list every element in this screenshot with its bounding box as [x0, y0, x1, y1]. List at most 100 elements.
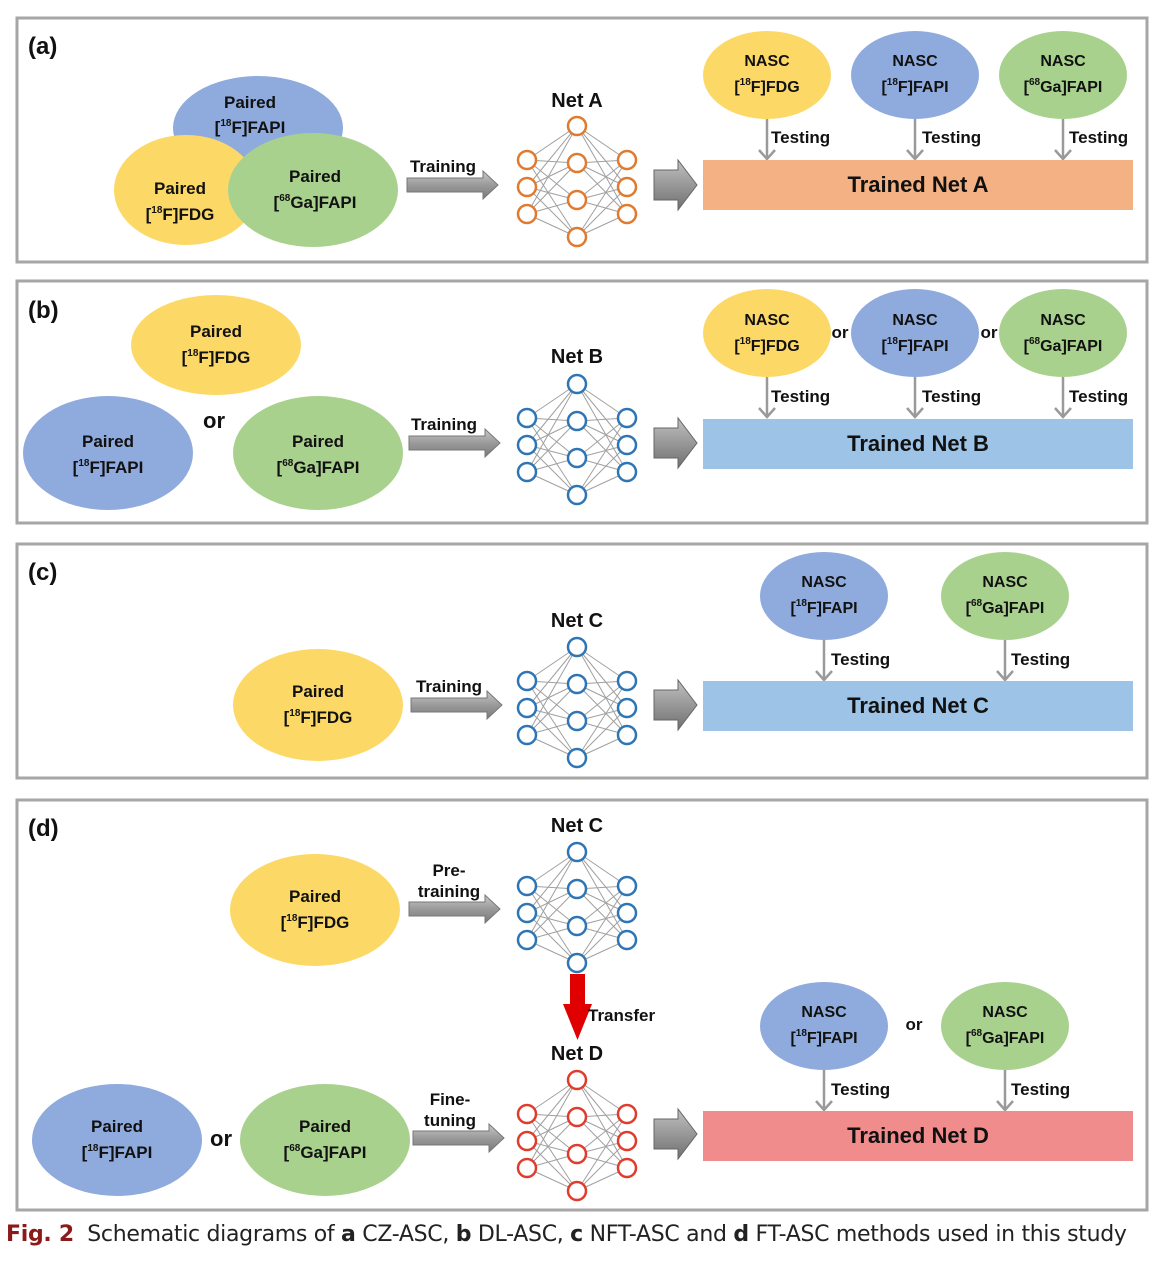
network-node: [516, 176, 538, 198]
network-edge: [576, 851, 628, 941]
caption-text: NFT-ASC and: [582, 1222, 734, 1247]
network-edge: [576, 1140, 628, 1192]
or-label: or: [203, 408, 225, 433]
pretraining-label: training: [418, 882, 480, 901]
figure-number: Fig. 2: [6, 1222, 74, 1247]
ellipse-paired-fapi-68ga: [228, 133, 398, 247]
caption-letter: a: [341, 1222, 356, 1247]
nasc-text-isotope: [18F]FAPI: [790, 1028, 857, 1047]
network-node: [566, 673, 588, 695]
network-node: [616, 697, 638, 719]
testing-arrow: [815, 640, 833, 682]
network-node: [516, 929, 538, 951]
network-node: [516, 1130, 538, 1152]
training-label: Training: [410, 157, 476, 176]
finetuning-arrow: [412, 1122, 505, 1154]
network-edge: [576, 1116, 628, 1169]
network-edge: [526, 420, 578, 473]
network-node: [616, 929, 638, 951]
network-edge: [576, 186, 628, 238]
or-label: or: [906, 1015, 923, 1034]
network-edge: [526, 680, 578, 759]
network-edge: [576, 125, 628, 188]
network-node: [516, 1103, 538, 1125]
network-edge: [576, 683, 628, 736]
trained-net-c-label: Trained Net C: [847, 693, 989, 718]
ellipse-text: Paired: [154, 179, 206, 198]
testing-label: Testing: [771, 387, 830, 406]
network-edge: [526, 1116, 578, 1169]
testing-arrow-head: [996, 1100, 1014, 1112]
ellipse-paired-fdg: [131, 295, 301, 395]
network-edge: [526, 912, 578, 964]
transfer-arrow-head: [563, 1004, 592, 1040]
nasc-text-isotope: [18F]FAPI: [790, 598, 857, 617]
testing-arrow-head: [758, 149, 776, 161]
network-edge: [576, 420, 628, 473]
testing-arrow: [758, 377, 776, 419]
nasc-fapi-18f-ellipse: [760, 552, 888, 640]
network-edge: [526, 885, 578, 964]
network-node: [566, 447, 588, 469]
network-node: [516, 407, 538, 429]
network-node: [566, 410, 588, 432]
net-c-network: [516, 841, 638, 974]
net-c-title: Net C: [551, 815, 603, 837]
network-node: [566, 878, 588, 900]
ellipse-text-isotope: [68Ga]FAPI: [277, 458, 360, 477]
trained-net-a-label: Trained Net A: [848, 172, 989, 197]
network-node: [566, 915, 588, 937]
nasc-text: NASC: [1040, 312, 1086, 329]
pretraining-arrow: [408, 893, 501, 925]
nasc-fapi-68ga-ellipse: [941, 982, 1069, 1070]
network-node: [566, 1143, 588, 1165]
nasc-text-isotope: [18F]FAPI: [881, 336, 948, 355]
network-node: [616, 176, 638, 198]
network-edge: [526, 1113, 578, 1155]
network-edge: [576, 125, 628, 215]
ellipse-text: Paired: [224, 93, 276, 112]
trained-net-a-bar: [703, 160, 1133, 210]
ellipse-text-isotope: [18F]FAPI: [215, 118, 286, 137]
network-node: [516, 434, 538, 456]
ellipse-text: Paired: [289, 887, 341, 906]
testing-arrow: [1054, 119, 1072, 161]
testing-label: Testing: [1011, 1080, 1070, 1099]
network-edge: [526, 1113, 578, 1192]
panel-c-label: (c): [28, 559, 57, 586]
panel-d: (d) Paired [18F]FDG Pre- training Net C …: [15, 798, 1149, 1212]
big-arrow: [653, 678, 698, 732]
panel-d-label: (d): [28, 815, 59, 842]
net-c-network: [516, 636, 638, 769]
testing-arrow-head: [758, 407, 776, 419]
network-edge: [526, 851, 578, 941]
testing-label: Testing: [1011, 650, 1070, 669]
network-node: [516, 670, 538, 692]
network-node: [516, 875, 538, 897]
net-d-title: Net D: [551, 1043, 603, 1065]
network-node: [616, 434, 638, 456]
nasc-text: NASC: [1040, 53, 1086, 70]
net-a-network: [516, 115, 638, 248]
caption-letter: d: [733, 1222, 749, 1247]
network-edge: [576, 912, 628, 964]
or-label: or: [832, 323, 849, 342]
panel-b-label: (b): [28, 297, 59, 324]
nasc-text: NASC: [801, 1004, 847, 1021]
ellipse-paired-fapi-18f: [32, 1084, 202, 1196]
ellipse-paired-fapi-68ga: [233, 396, 403, 510]
nasc-fdg-ellipse: [703, 31, 831, 119]
trained-net-c-bar: [703, 681, 1133, 731]
testing-label: Testing: [922, 387, 981, 406]
nasc-text-isotope: [68Ga]FAPI: [1024, 77, 1103, 96]
nasc-fapi-18f-ellipse: [851, 31, 979, 119]
network-edge: [526, 417, 578, 459]
testing-arrow: [906, 377, 924, 419]
network-edge: [576, 1079, 628, 1142]
network-node: [566, 841, 588, 863]
testing-label: Testing: [922, 128, 981, 147]
nasc-text: NASC: [982, 574, 1028, 591]
testing-arrow-head: [1054, 407, 1072, 419]
testing-arrow-head: [996, 670, 1014, 682]
ellipse-text-isotope: [68Ga]FAPI: [284, 1143, 367, 1162]
